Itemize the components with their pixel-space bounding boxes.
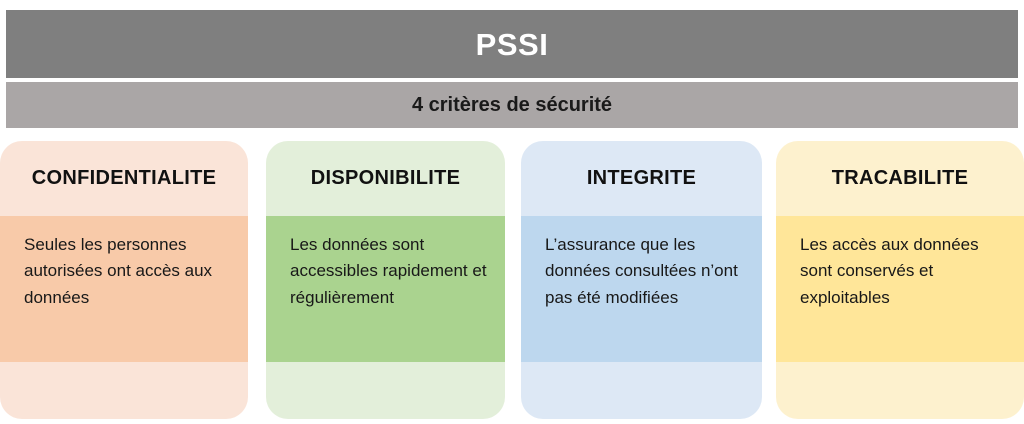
criterion-title-confidentialite: CONFIDENTIALITE	[31, 167, 217, 189]
criteria-cards-row: CONFIDENTIALITE Seules les personnes aut…	[0, 141, 1024, 419]
diagram-title: PSSI	[475, 26, 549, 62]
diagram-title-band: PSSI	[6, 10, 1018, 78]
criterion-card-disponibilite: DISPONIBILITE Les données sont accessibl…	[266, 141, 505, 419]
criterion-description-integrite: L’assurance que les données consultées n…	[545, 235, 738, 307]
criterion-description-tracabilite: Les accès aux données sont conservés et …	[800, 235, 979, 307]
criterion-card-tracabilite: TRACABILITE Les accès aux données sont c…	[776, 141, 1024, 419]
criterion-body-band-tracabilite: Les accès aux données sont conservés et …	[776, 216, 1024, 362]
criterion-title-integrite: INTEGRITE	[586, 167, 697, 189]
diagram-subtitle-band: 4 critères de sécurité	[6, 82, 1018, 128]
criterion-card-integrite: INTEGRITE L’assurance que les données co…	[521, 141, 762, 419]
criterion-description-confidentialite: Seules les personnes autorisées ont accè…	[24, 235, 213, 307]
diagram-subtitle: 4 critères de sécurité	[411, 94, 613, 116]
criterion-title-disponibilite: DISPONIBILITE	[310, 167, 461, 189]
criterion-card-confidentialite: CONFIDENTIALITE Seules les personnes aut…	[0, 141, 248, 419]
criterion-title-tracabilite: TRACABILITE	[831, 167, 969, 189]
criterion-body-band-confidentialite: Seules les personnes autorisées ont accè…	[0, 216, 248, 362]
criterion-description-disponibilite: Les données sont accessibles rapidement …	[290, 235, 487, 307]
criterion-body-band-disponibilite: Les données sont accessibles rapidement …	[266, 216, 505, 362]
criterion-body-band-integrite: L’assurance que les données consultées n…	[521, 216, 762, 362]
